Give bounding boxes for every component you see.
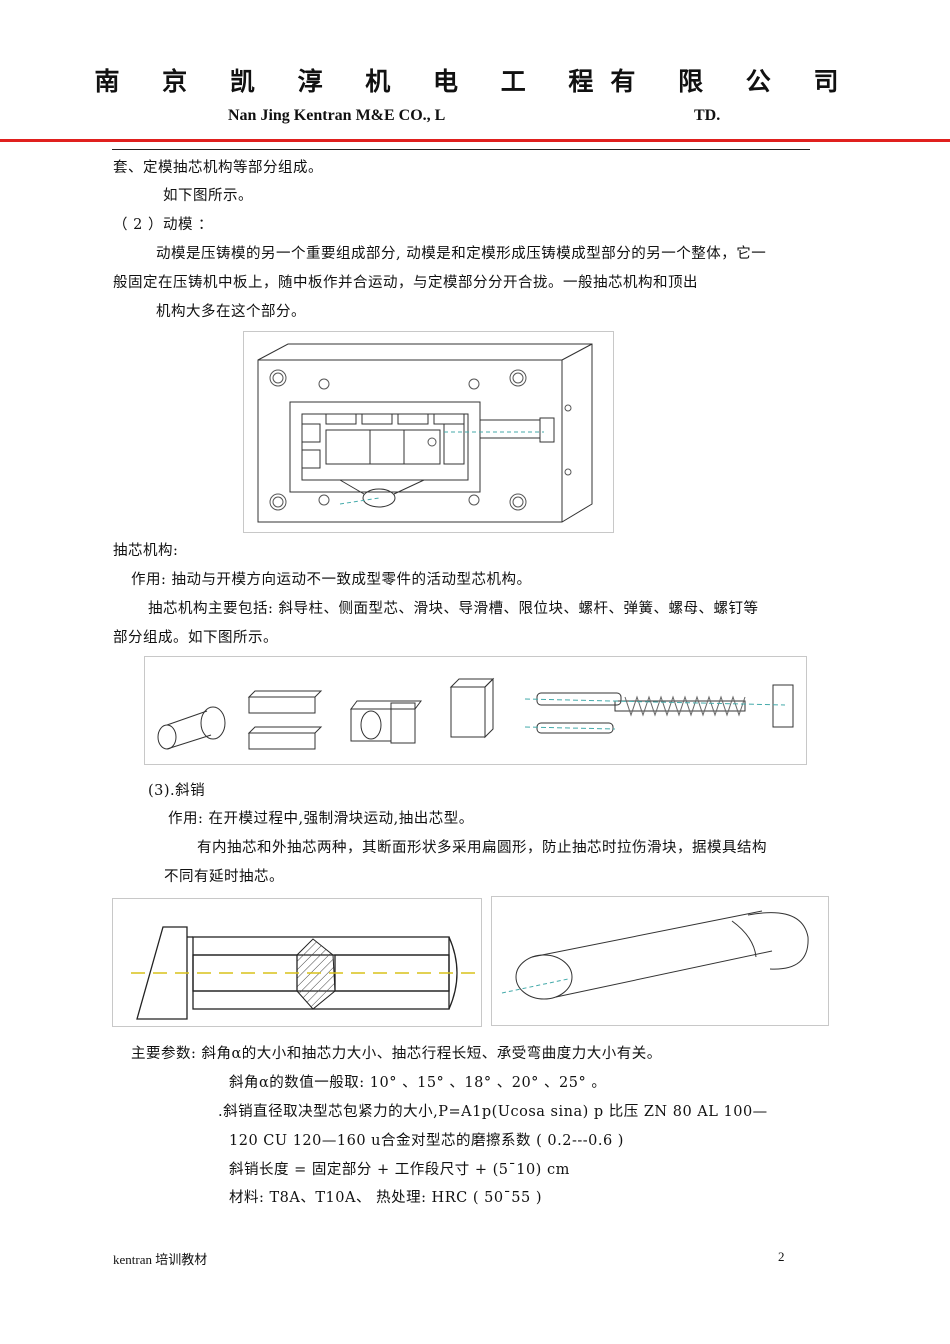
header-red-rule <box>0 139 950 142</box>
body-paragraph: 不同有延时抽芯。 <box>164 869 284 885</box>
body-line: 作用: 抽动与开模方向运动不一致成型零件的活动型芯机构。 <box>131 572 532 588</box>
moving-die-figure <box>243 331 614 533</box>
body-paragraph: 有内抽芯和外抽芯两种，其断面形状多采用扁圆形，防止抽芯时拉伤滑块，据模具结构 <box>197 840 767 856</box>
body-paragraph: 部分组成。如下图所示。 <box>113 630 278 646</box>
core-mechanism-parts-figure <box>144 656 807 765</box>
param-diameter: .斜销直径取决型芯包紧力的大小,P=A1p(Ucosa sina) p 比压 Z… <box>218 1104 768 1120</box>
body-paragraph: 抽芯机构主要包括: 斜导柱、侧面型芯、滑块、导滑槽、限位块、螺杆、弹簧、螺母、螺… <box>148 601 759 617</box>
section-heading-core-pulling: 抽芯机构: <box>113 543 179 559</box>
param-material: 材料: T8A、T10A、 热处理: HRC ( 50¯55 ) <box>229 1190 543 1206</box>
footer-label: kentran 培训教材 <box>113 1252 208 1267</box>
angle-pin-3d-figure <box>491 896 829 1026</box>
section-heading-angle-pin: (3).斜销 <box>148 783 206 799</box>
angle-pin-section-figure <box>112 898 482 1027</box>
company-name-cn: 南 京 凯 淳 机 电 工 程有 限 公 司 <box>94 67 856 96</box>
header-thin-rule <box>112 149 810 150</box>
company-name-en-suffix: TD. <box>694 107 721 124</box>
param-main: 主要参数: 斜角α的大小和抽芯力大小、抽芯行程长短、承受弯曲度力大小有关。 <box>131 1046 662 1062</box>
section-heading-moving-die: （ 2 ）动模 ： <box>113 217 214 233</box>
company-name-en: Nan Jing Kentran M&E CO., L <box>228 107 446 124</box>
body-paragraph: 机构大多在这个部分。 <box>156 304 306 320</box>
page-number: 2 <box>778 1249 785 1264</box>
param-diameter-cont: 120 CU 120—160 u合金对型芯的磨擦系数 ( 0.2---0.6 ) <box>229 1133 624 1149</box>
body-line: 如下图所示。 <box>163 188 253 204</box>
param-length: 斜销长度 = 固定部分 + 工作段尺寸 + (5¯10) cm <box>229 1162 570 1178</box>
param-angle: 斜角α的数值一般取: 10° 、15° 、18° 、20° 、25° 。 <box>229 1075 607 1091</box>
body-line: 套、定模抽芯机构等部分组成。 <box>113 160 323 176</box>
body-line: 作用: 在开模过程中,强制滑块运动,抽出芯型。 <box>168 811 474 827</box>
body-paragraph: 般固定在压铸机中板上，随中板作并合运动，与定模部分分开合拢。一般抽芯机构和顶出 <box>113 275 698 291</box>
body-paragraph: 动模是压铸模的另一个重要组成部分, 动模是和定模形成压铸模成型部分的另一个整体，… <box>156 246 767 262</box>
